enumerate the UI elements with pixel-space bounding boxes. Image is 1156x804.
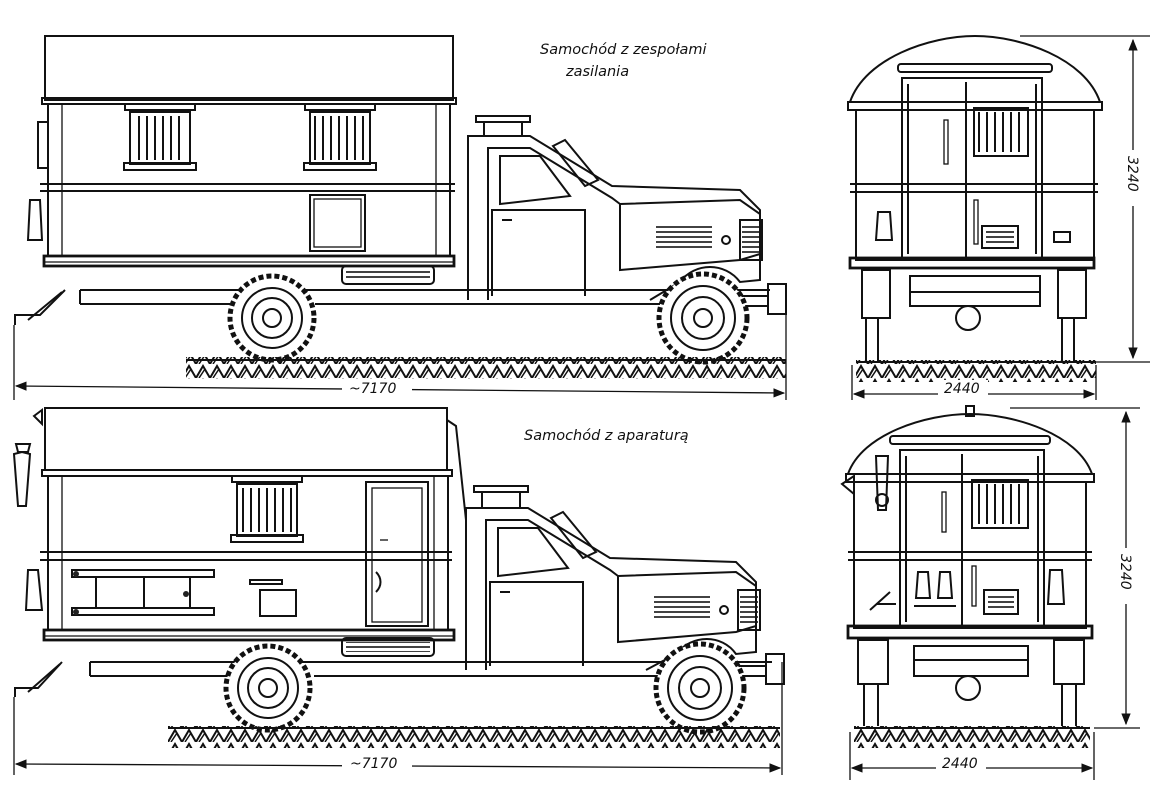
top-windshield [551,138,600,188]
top-front-wheel [656,271,750,365]
bottom-rear-wheel [223,643,313,733]
top-rear-wheel [227,273,317,363]
bottom-front-wheel [653,641,747,735]
bottom-width-label: 2440 [942,756,978,772]
top-side-view: ~7170 Samochód z zespołami zasilania [13,35,787,400]
bottom-height-label: 3240 [1117,554,1133,590]
top-body-roof [44,35,454,101]
top-window-right [303,103,377,171]
bottom-body-roof [44,407,448,471]
bottom-window [230,475,304,543]
top-title-line2: zasilania [565,64,629,80]
top-rear-roof [848,34,1102,103]
bottom-rear-view: 2440 3240 [840,405,1140,780]
top-rear-doors [901,77,1043,259]
bottom-ladder [71,569,215,616]
bottom-title: Samochód z aparaturą [524,428,689,444]
top-length-label: ~7170 [349,381,396,397]
bottom-cab [465,485,785,685]
top-width-label: 2440 [944,381,980,397]
top-rear-view: 2440 3240 [847,34,1150,400]
top-hatch [309,194,366,252]
bottom-side-door [365,481,429,627]
top-window-left [123,103,197,171]
bottom-length-label: ~7170 [350,756,397,772]
top-body-box [47,103,451,257]
top-height-label: 3240 [1124,156,1140,192]
top-cab-window [499,155,572,206]
bottom-side-view: ~7170 Samochód z aparaturą [12,407,785,775]
top-cab [467,115,787,315]
top-title-line1: Samochód z zespołami [540,42,707,58]
